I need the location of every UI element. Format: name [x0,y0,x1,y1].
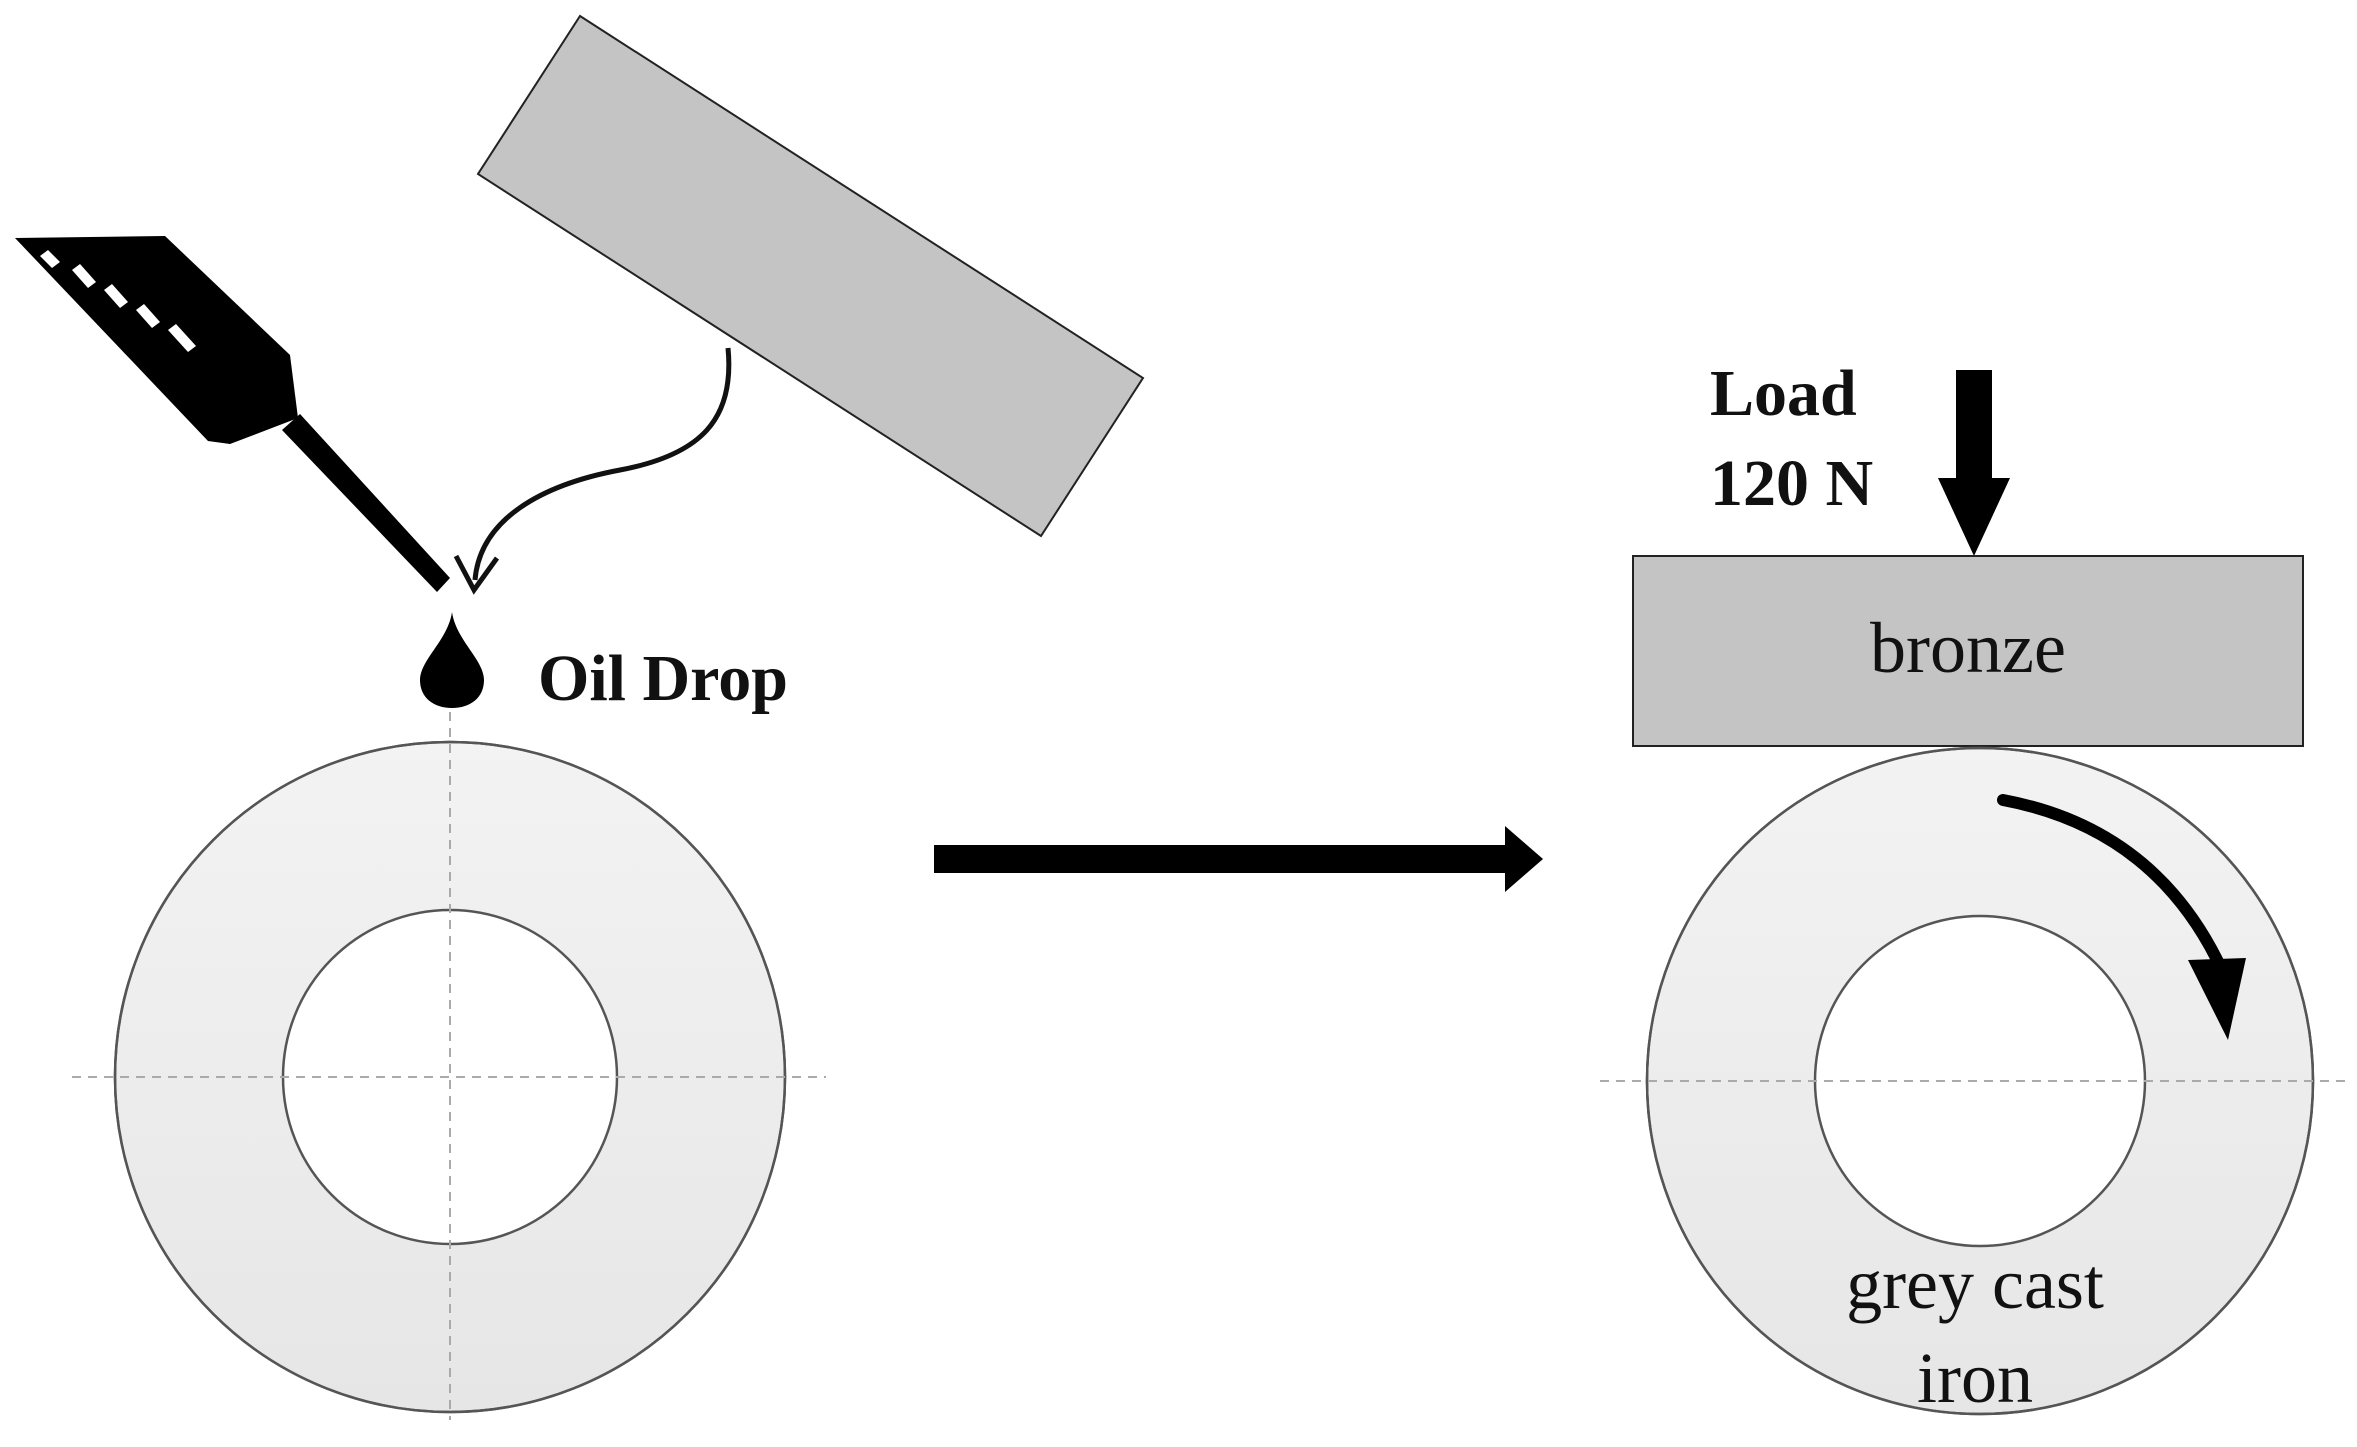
clockwise-arrow-icon [1997,794,2246,1040]
disc-label-line1: grey cast [1846,1244,2104,1324]
curved-arrow [472,347,732,581]
oil-drop-icon [420,612,484,708]
syringe-icon [15,236,450,592]
disc-label-line2: iron [1917,1338,2033,1418]
process-arrow [934,826,1543,892]
load-label-line2: 120 N [1710,447,1873,520]
tilted-block [476,14,1145,538]
load-arrow [1938,370,2010,556]
left-disc [72,712,826,1420]
bronze-label: bronze [1870,608,2066,688]
right-disc [1600,746,2350,1416]
load-label-line1: Load [1710,357,1857,430]
oil-drop-label: Oil Drop [538,642,788,715]
bronze-block [1632,555,2304,747]
curved-arrow-head [453,554,500,595]
